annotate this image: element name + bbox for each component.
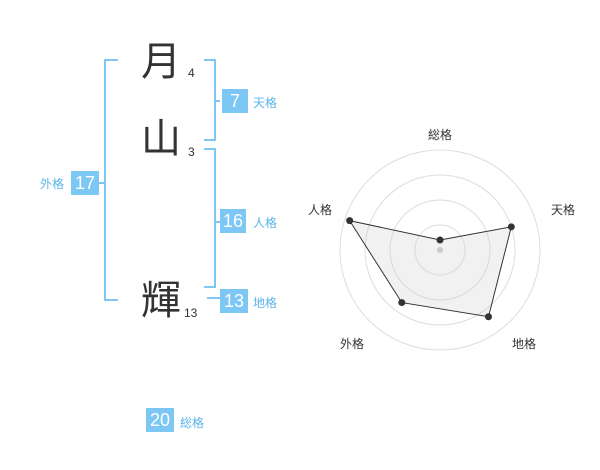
gaikaku-bracket <box>104 59 118 301</box>
radar-point-3 <box>484 313 492 321</box>
soukaku-label: 総格 <box>180 416 205 430</box>
radar-center-dot <box>437 247 443 253</box>
radar-axis-label: 総格 <box>428 127 452 142</box>
tenkaku-score: 7 <box>222 89 248 113</box>
radar-axis-label: 地格 <box>512 336 536 351</box>
gaikaku-label: 外格 <box>40 177 65 191</box>
radar-grid-ring <box>339 149 541 351</box>
name-char-1: 月 <box>141 39 181 85</box>
radar-axis-label: 外格 <box>340 336 364 351</box>
radar-axis-label: 天格 <box>551 202 575 217</box>
chikaku-connector <box>207 297 220 299</box>
chikaku-score: 13 <box>220 289 248 313</box>
stroke-count-3: 13 <box>184 306 198 320</box>
radar-point-2 <box>507 223 515 231</box>
tenkaku-connector <box>214 100 220 102</box>
tenkaku-label: 天格 <box>253 96 278 110</box>
gaikaku-score: 17 <box>71 171 99 195</box>
radar-series-polygon <box>348 219 512 318</box>
jinkaku-score: 16 <box>220 209 246 233</box>
radar-grid-ring <box>364 174 516 326</box>
jinkaku-label: 人格 <box>253 216 278 230</box>
name-char-2: 山 <box>141 116 181 162</box>
radar-point-4 <box>398 299 406 307</box>
jinkaku-connector <box>214 221 220 223</box>
chikaku-label: 地格 <box>253 296 278 310</box>
stroke-count-1: 4 <box>188 66 195 80</box>
stroke-count-2: 3 <box>188 145 195 159</box>
name-char-3: 輝 <box>141 278 181 324</box>
radar-grid-ring <box>414 224 466 276</box>
radar-point-1 <box>436 236 444 244</box>
radar-axis-label: 人格 <box>308 202 332 217</box>
soukaku-score: 20 <box>146 408 174 432</box>
radar-point-5 <box>346 217 354 225</box>
jinkaku-bracket <box>204 148 216 288</box>
radar-grid-ring <box>389 199 491 301</box>
